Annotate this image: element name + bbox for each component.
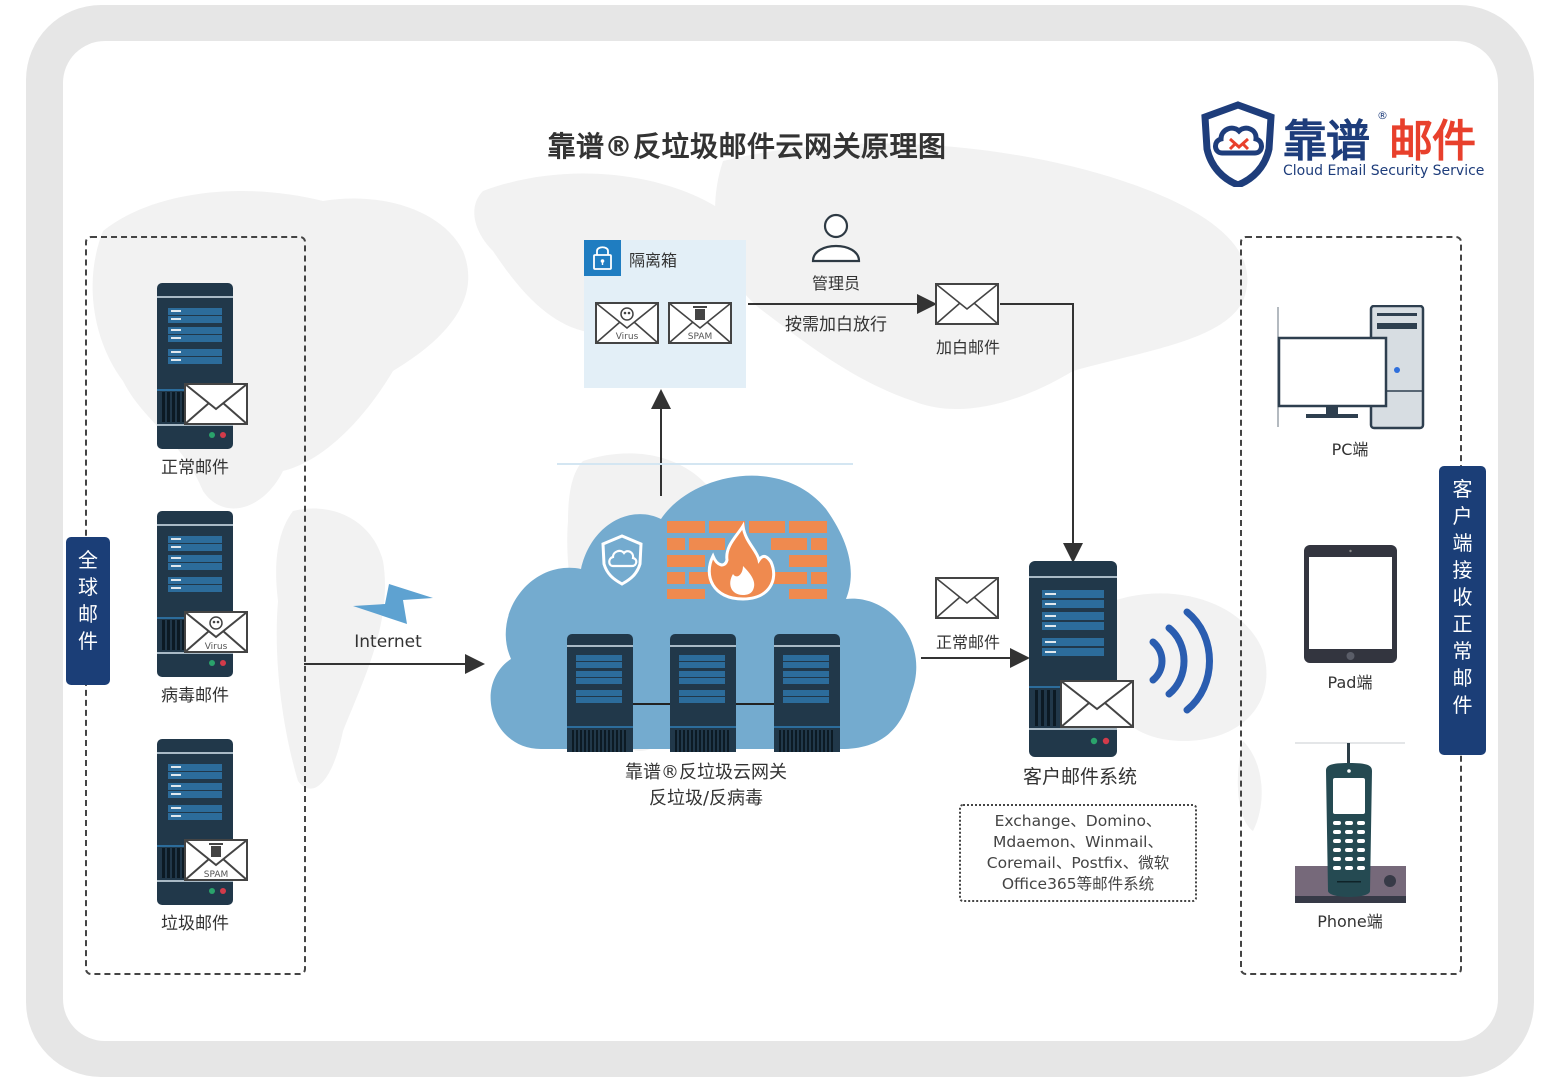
- firewall-icon: [667, 521, 827, 601]
- tablet-device-icon: [1304, 545, 1397, 663]
- page-title: 靠谱®反垃圾邮件云网关原理图: [547, 130, 947, 163]
- label-char: 邮: [1452, 666, 1473, 690]
- quarantine-header: [584, 240, 621, 276]
- label-char: 端: [1452, 531, 1473, 555]
- logo-tagline: Cloud Email Security Service: [1283, 163, 1485, 179]
- logo-registered-mark: ®: [1377, 109, 1388, 122]
- server-virus-mail-icon: Virus: [157, 511, 248, 677]
- phone-device-icon: [1295, 742, 1406, 903]
- label-char: 接: [1452, 558, 1473, 582]
- gateway-label-line1: 靠谱®反垃圾云网关: [625, 762, 787, 783]
- label-char: 常: [1452, 639, 1473, 663]
- gateway-server-3: [774, 634, 840, 752]
- label-char: 正: [1452, 612, 1473, 636]
- internet-label: Internet: [354, 632, 422, 652]
- label-char: 件: [1452, 693, 1473, 717]
- normal-mail-label: 正常邮件: [161, 458, 229, 478]
- phone-label: Phone端: [1317, 912, 1383, 931]
- quarantine-box: 隔离箱 Virus SPAM: [584, 240, 746, 388]
- whitelist-action-label: 按需加白放行: [785, 315, 887, 335]
- logo-name-part2: 邮件: [1389, 116, 1476, 167]
- systems-line: Office365等邮件系统: [1001, 875, 1155, 893]
- supported-systems-box: Exchange、Domino、 Mdaemon、Winmail、 Corema…: [959, 804, 1197, 902]
- gateway-servers: [567, 634, 840, 752]
- pad-label: Pad端: [1327, 673, 1373, 692]
- server-normal-mail-icon: [157, 283, 248, 449]
- envelope-spam-text: SPAM: [204, 870, 229, 880]
- shield-cloud-logo-icon: [1201, 101, 1275, 187]
- label-char: 全: [78, 548, 98, 572]
- quarantined-spam-mail-icon: SPAM: [668, 302, 732, 344]
- quarantine-title: 隔离箱: [629, 251, 678, 270]
- gateway-label-line2: 反垃圾/反病毒: [648, 788, 764, 809]
- label-char: 客: [1452, 477, 1473, 501]
- server-spam-mail-icon: SPAM: [157, 739, 248, 905]
- flow-connectors: [304, 294, 1083, 674]
- systems-line: Coremail、Postfix、微软: [986, 854, 1170, 872]
- spam-mail-label: 垃圾邮件: [161, 914, 229, 934]
- logo-name-part1: 靠谱: [1283, 116, 1370, 167]
- envelope-virus-text: Virus: [205, 642, 228, 652]
- virus-mail-label: 病毒邮件: [161, 686, 229, 706]
- admin-label: 管理员: [811, 274, 860, 293]
- wireless-signal-icon: [1149, 608, 1213, 714]
- quarantine-spam-text: SPAM: [688, 332, 713, 342]
- systems-line: Mdaemon、Winmail、: [993, 833, 1163, 851]
- client-receive-label: 客 户 端 接 收 正 常 邮 件: [1439, 466, 1486, 755]
- normal-mail-flow-label: 正常邮件: [935, 633, 1000, 652]
- gateway-server-2: [670, 634, 736, 752]
- gateway-server-1: [567, 634, 633, 752]
- whitelist-mail-label: 加白邮件: [935, 338, 1000, 357]
- whitelist-to-system-arrow: [1000, 303, 1083, 563]
- customer-mail-server-icon: [1029, 561, 1134, 757]
- pc-device-icon: [1277, 305, 1425, 430]
- lock-icon: [593, 246, 612, 270]
- label-char: 球: [78, 575, 98, 599]
- normal-mail-envelope-icon: [935, 577, 999, 619]
- label-char: 户: [1452, 504, 1473, 528]
- customer-mail-system-label: 客户邮件系统: [1022, 766, 1137, 788]
- internet-lightning-icon: [353, 584, 433, 624]
- label-char: 收: [1452, 585, 1473, 609]
- whitelist-mail-envelope-icon: [935, 283, 999, 325]
- brand-logo: 靠谱 ® 邮件 Cloud Email Security Service: [1199, 101, 1489, 191]
- cloud-gateway: [490, 475, 917, 752]
- admin-user-icon: [811, 213, 861, 263]
- diagram-canvas: 靠谱®反垃圾邮件云网关原理图 靠谱 ® 邮件 Cloud Email Secur…: [63, 41, 1498, 1041]
- label-char: 邮: [78, 602, 98, 626]
- quarantine-virus-text: Virus: [616, 332, 639, 342]
- global-mail-label: 全 球 邮 件: [66, 537, 110, 685]
- label-char: 件: [78, 629, 98, 653]
- security-shield-icon: [601, 534, 643, 586]
- quarantined-virus-mail-icon: Virus: [595, 302, 659, 344]
- systems-line: Exchange、Domino、: [994, 812, 1162, 830]
- pc-label: PC端: [1331, 440, 1369, 459]
